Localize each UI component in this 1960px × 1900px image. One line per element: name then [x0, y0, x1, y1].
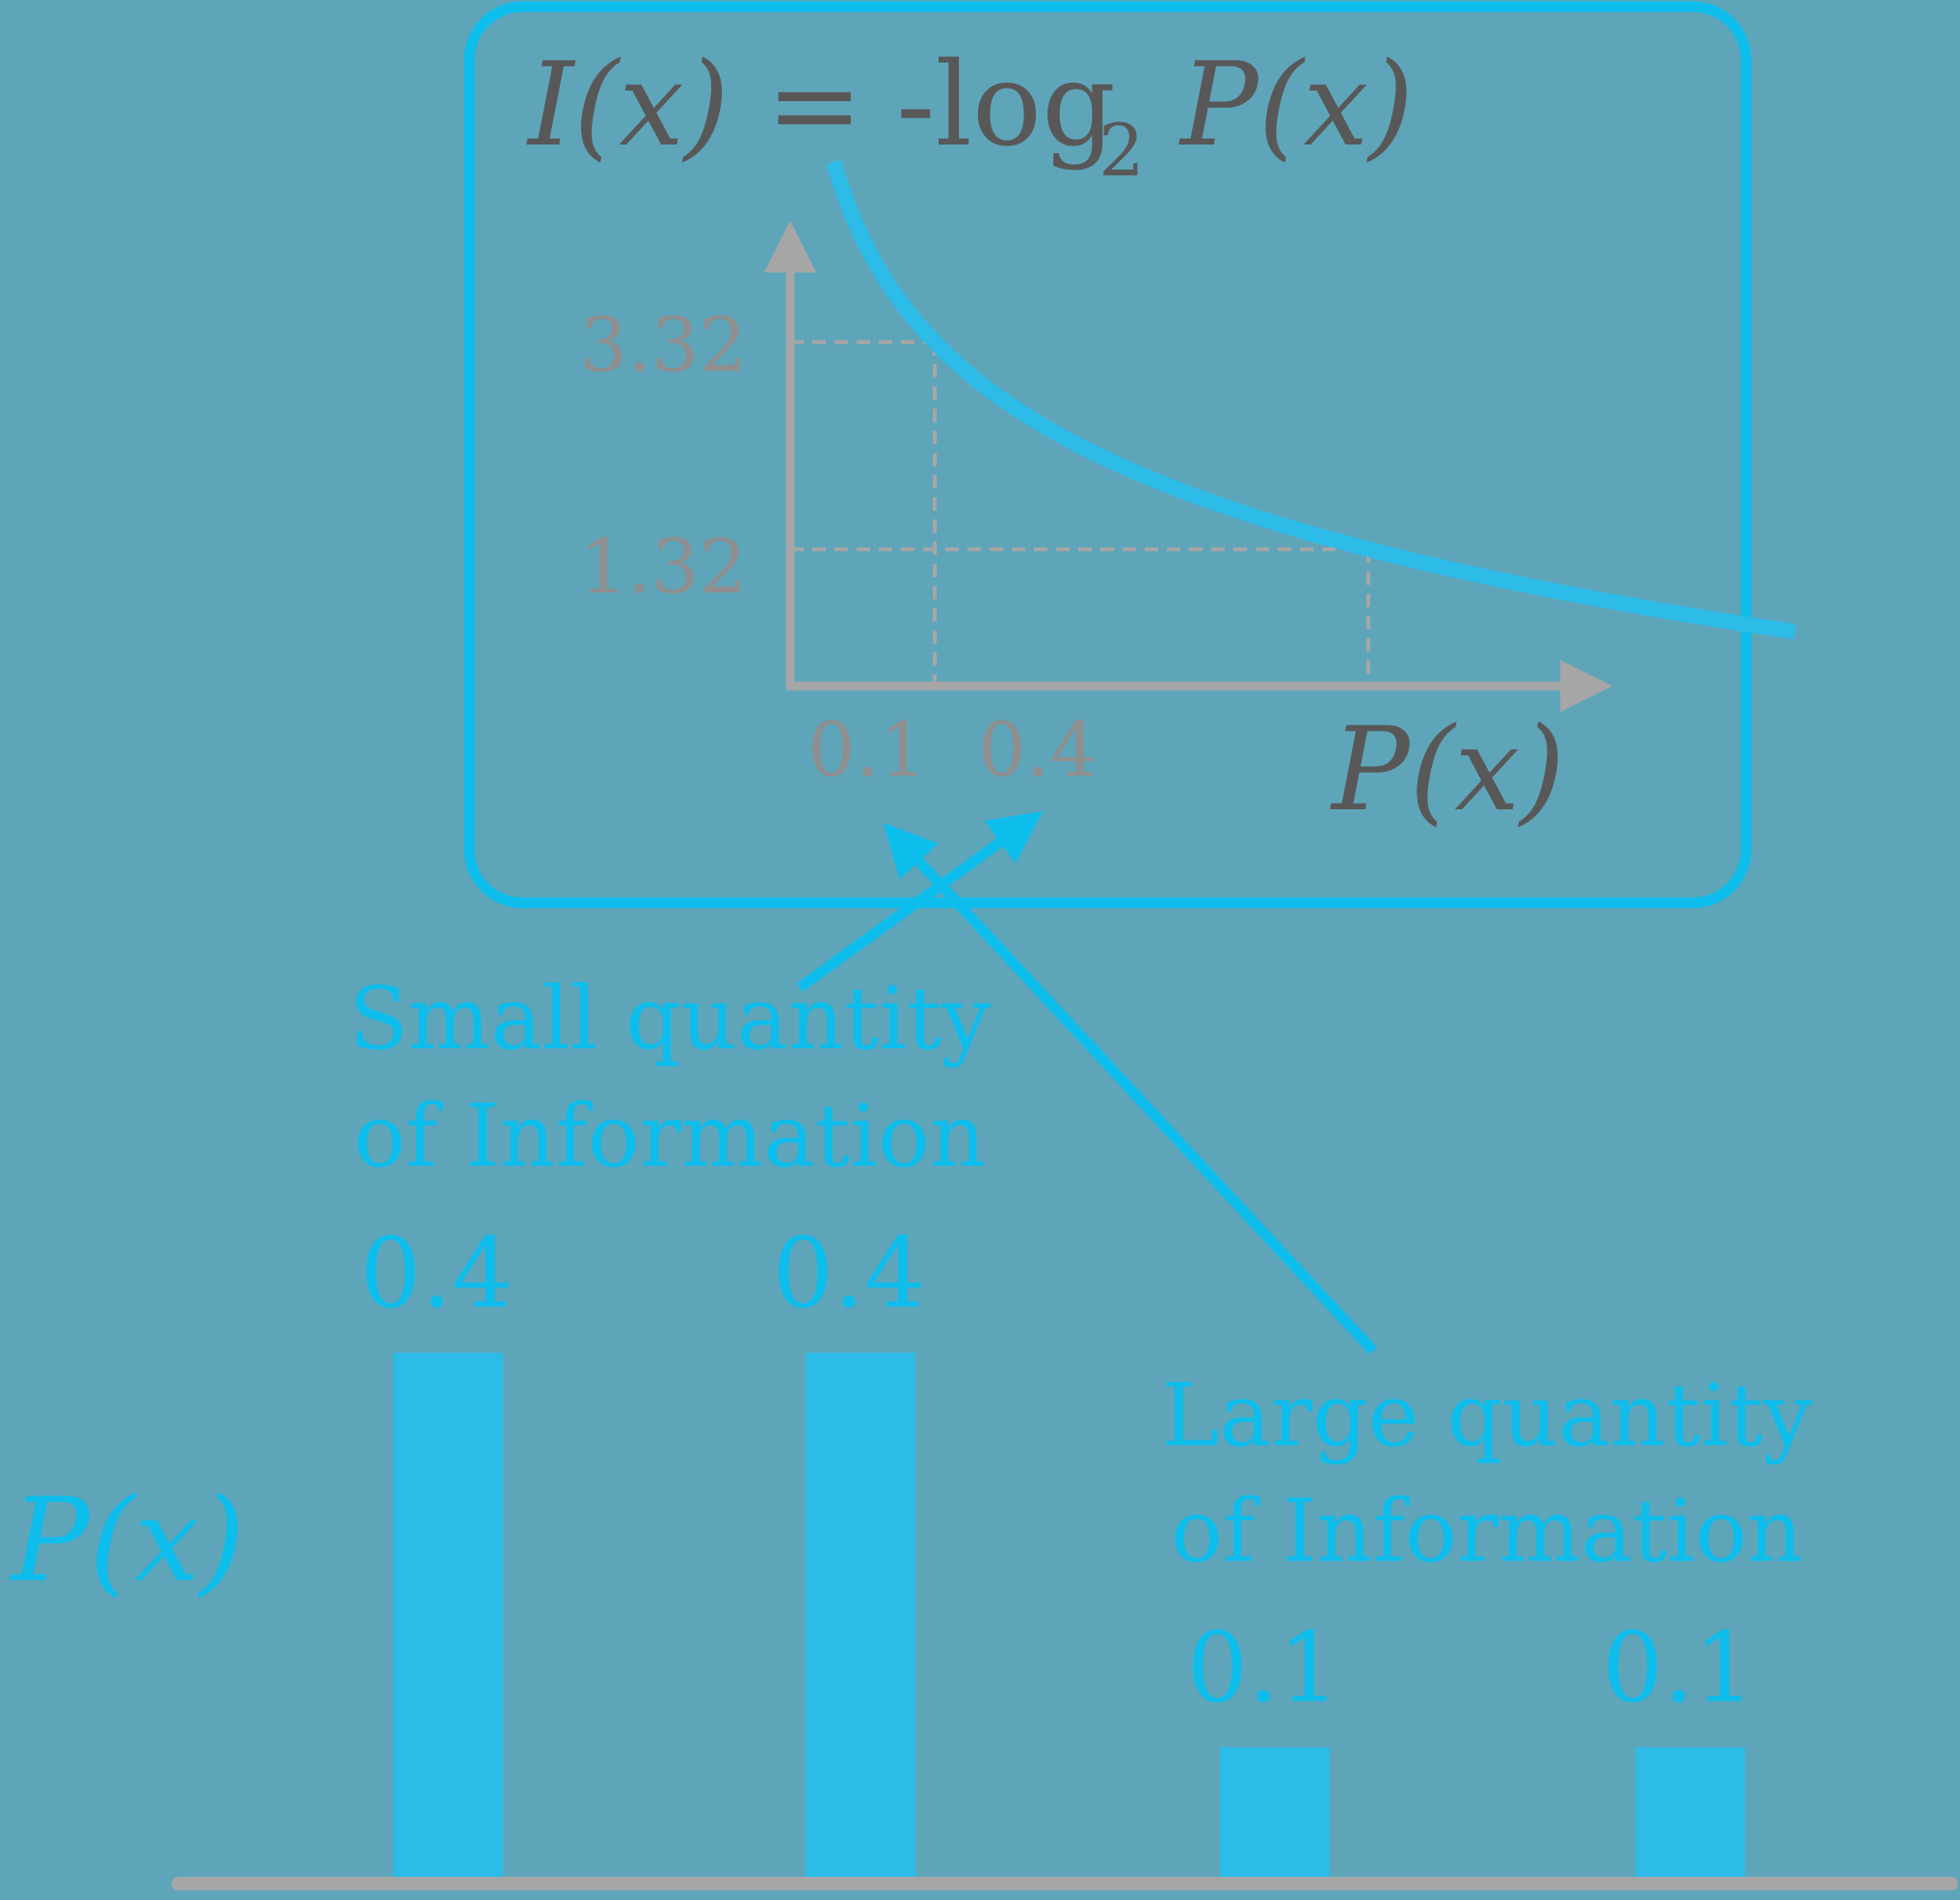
small-info-line1: Small quantity: [349, 968, 991, 1069]
formula-lhs: I(x): [526, 39, 729, 172]
inset-chart: 3.32 1.32 0.1 0.4 P(x): [579, 159, 1796, 837]
small-info-arrow: [796, 810, 1044, 992]
guide-lines: [790, 340, 1370, 686]
large-info-arrow: [883, 822, 1378, 1355]
bar-2: [1220, 1747, 1330, 1879]
small-info-line2: of Information: [354, 1086, 986, 1187]
x-tick-label-0-1: 0.1: [808, 707, 927, 794]
small-info-annotation: Small quantity of Information: [349, 968, 991, 1187]
formula-rhs: P(x): [1179, 39, 1414, 172]
x-tick-label-0-4: 0.4: [978, 707, 1098, 794]
bar-1: [806, 1353, 915, 1879]
bar-3: [1635, 1747, 1745, 1879]
bar-value-label-2: 0.1: [1186, 1612, 1339, 1725]
large-info-line1: Large quantity: [1161, 1365, 1812, 1466]
bar-chart: 0.4 0.4 0.1 0.1: [359, 1217, 1756, 1879]
formula: I(x) = -log 2 P(x): [526, 39, 1414, 193]
bar-0: [393, 1353, 503, 1879]
information-curve: [826, 159, 1796, 640]
formula-subscript: 2: [1099, 108, 1145, 193]
y-tick-label-3-32: 3.32: [579, 303, 747, 389]
bar-chart-ylabel: P(x): [10, 1474, 245, 1608]
bar-value-label-3: 0.1: [1602, 1612, 1755, 1725]
large-info-annotation: Large quantity of Information: [1161, 1365, 1812, 1582]
formula-box: [464, 1, 1752, 909]
bar-value-label-1: 0.4: [772, 1217, 925, 1330]
x-axis-label: P(x): [1330, 703, 1565, 837]
bar-value-label-0: 0.4: [359, 1217, 513, 1330]
formula-equals: =: [766, 39, 863, 172]
y-tick-label-1-32: 1.32: [579, 524, 747, 611]
formula-neg-log: -log: [896, 39, 1116, 172]
large-info-line2: of Information: [1171, 1481, 1803, 1582]
